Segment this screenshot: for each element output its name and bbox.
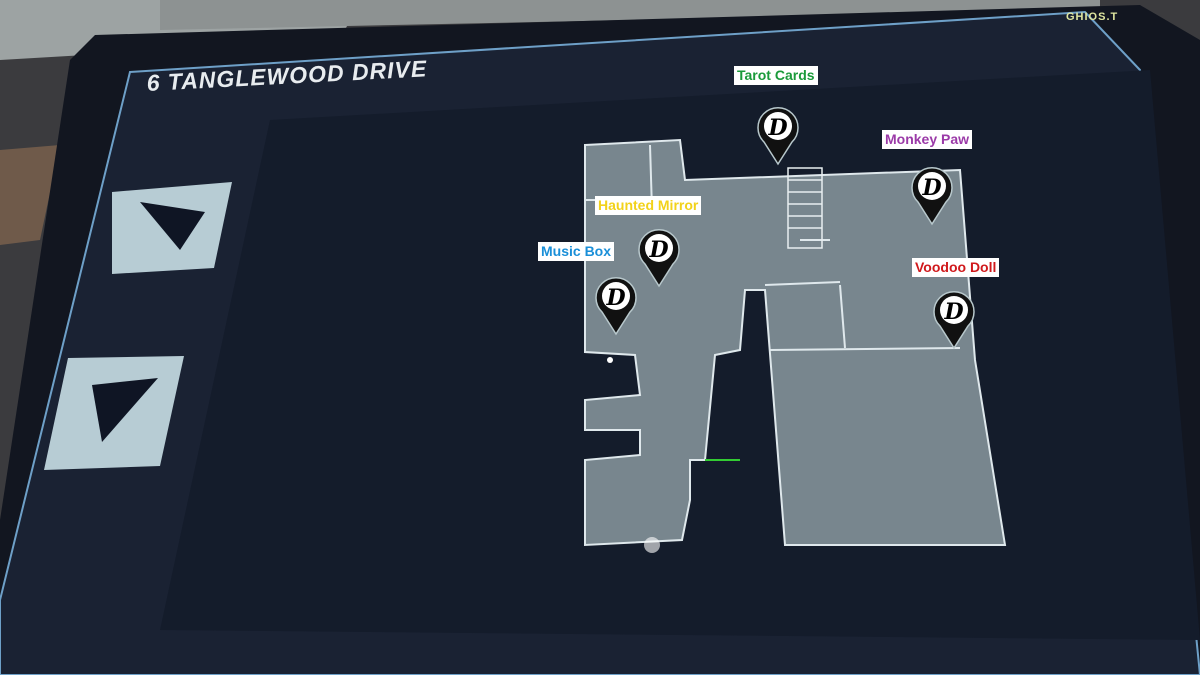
stairs-icon	[787, 167, 823, 249]
d-pin-icon-tarot-cards[interactable]: D	[757, 106, 799, 165]
arrow-down-icon	[92, 378, 158, 442]
floor-plan	[584, 138, 1007, 547]
marker-label-monkey-paw: Monkey Paw	[882, 130, 973, 149]
svg-text:D: D	[767, 115, 787, 141]
marker-label-music-box: Music Box	[538, 242, 615, 261]
svg-text:D: D	[943, 299, 963, 325]
d-pin-icon-music-box[interactable]: D	[595, 276, 637, 335]
svg-text:D: D	[648, 237, 668, 263]
marker-label-tarot-cards: Tarot Cards	[734, 66, 818, 85]
marker-label-haunted-mirror: Haunted Mirror	[595, 196, 702, 215]
logo: GHIOS.T	[1066, 11, 1119, 23]
d-pin-icon-haunted-mirror[interactable]: D	[638, 228, 680, 287]
svg-text:D: D	[921, 175, 941, 201]
svg-text:D: D	[605, 285, 625, 311]
d-pin-icon-voodoo-doll[interactable]: D	[933, 290, 975, 349]
arrow-up-icon	[140, 202, 205, 250]
marker-label-voodoo-doll: Voodoo Doll	[912, 258, 1000, 277]
player-dot	[607, 357, 613, 363]
d-pin-icon-monkey-paw[interactable]: D	[911, 166, 953, 225]
